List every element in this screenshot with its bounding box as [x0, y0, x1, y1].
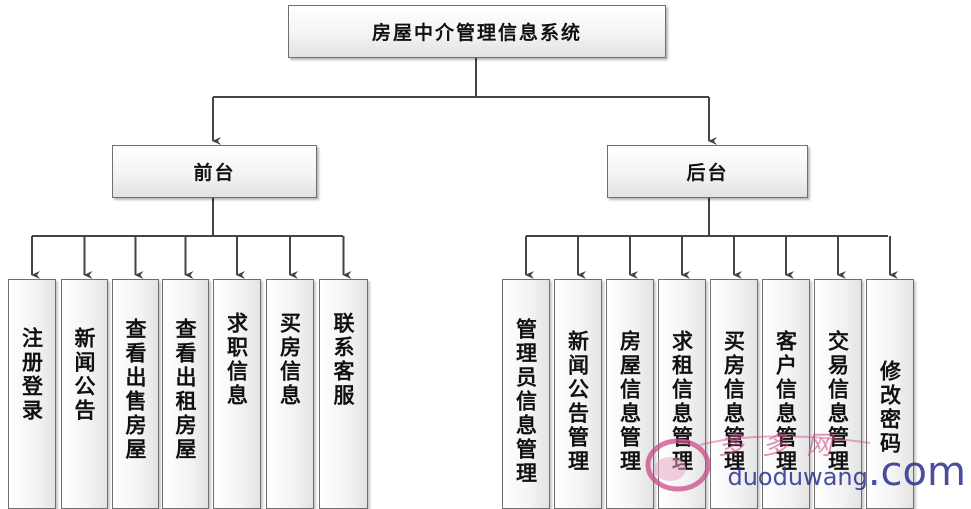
backend-leaf: 客户信息管理 — [762, 279, 810, 509]
root-label: 房屋中介管理信息系统 — [371, 22, 582, 44]
backend-node: 后台 — [607, 145, 808, 198]
watermark-logo-icon — [645, 435, 871, 492]
leaf-label: 买房信息管理 — [721, 330, 747, 474]
watermark-domain: duoduwang.com — [727, 449, 966, 495]
leaf-label: 新闻公告管理 — [565, 330, 591, 474]
connector-lines — [31, 58, 898, 279]
frontend-leaf: 联系客服 — [319, 279, 368, 509]
leaf-label: 注册登录 — [19, 327, 45, 423]
leaf-label: 交易信息管理 — [825, 330, 851, 474]
watermark-logo-chars: 多多网 — [718, 431, 851, 461]
backend-leaf: 管理员信息管理 — [502, 279, 550, 509]
frontend-leaf: 注册登录 — [8, 279, 56, 509]
frontend-node: 前台 — [112, 145, 317, 198]
watermark-text: duoduwang — [727, 463, 868, 491]
backend-label: 后台 — [686, 162, 729, 184]
leaf-label: 联系客服 — [331, 312, 356, 408]
backend-leaf: 交易信息管理 — [814, 279, 862, 509]
leaf-label: 房屋信息管理 — [617, 330, 643, 474]
frontend-leaf: 查看出租房屋 — [162, 279, 209, 509]
leaf-label: 修改密码 — [877, 360, 903, 456]
frontend-leaf: 新闻公告 — [61, 279, 108, 509]
leaf-label: 买房信息 — [277, 312, 303, 408]
root-node: 房屋中介管理信息系统 — [288, 5, 666, 58]
leaf-label: 求租信息管理 — [669, 330, 695, 474]
leaf-label: 新闻公告 — [72, 327, 97, 423]
leaf-label: 求职信息 — [224, 312, 250, 408]
leaf-label: 管理员信息管理 — [513, 318, 539, 486]
watermark-suffix: .com — [867, 449, 966, 495]
frontend-leaf: 求职信息 — [213, 279, 261, 509]
backend-leaf: 新闻公告管理 — [554, 279, 602, 509]
leaf-label: 客户信息管理 — [773, 330, 799, 474]
leaf-label: 查看出租房屋 — [173, 318, 198, 462]
leaf-label: 查看出售房屋 — [123, 318, 148, 462]
backend-leaf: 修改密码 — [866, 279, 914, 509]
watermark: 多多网 duoduwang.com — [640, 425, 970, 497]
frontend-label: 前台 — [193, 162, 236, 184]
backend-leaf: 房屋信息管理 — [606, 279, 654, 509]
frontend-leaf: 查看出售房屋 — [112, 279, 159, 509]
frontend-leaf: 买房信息 — [266, 279, 314, 509]
backend-leaf: 买房信息管理 — [710, 279, 758, 509]
